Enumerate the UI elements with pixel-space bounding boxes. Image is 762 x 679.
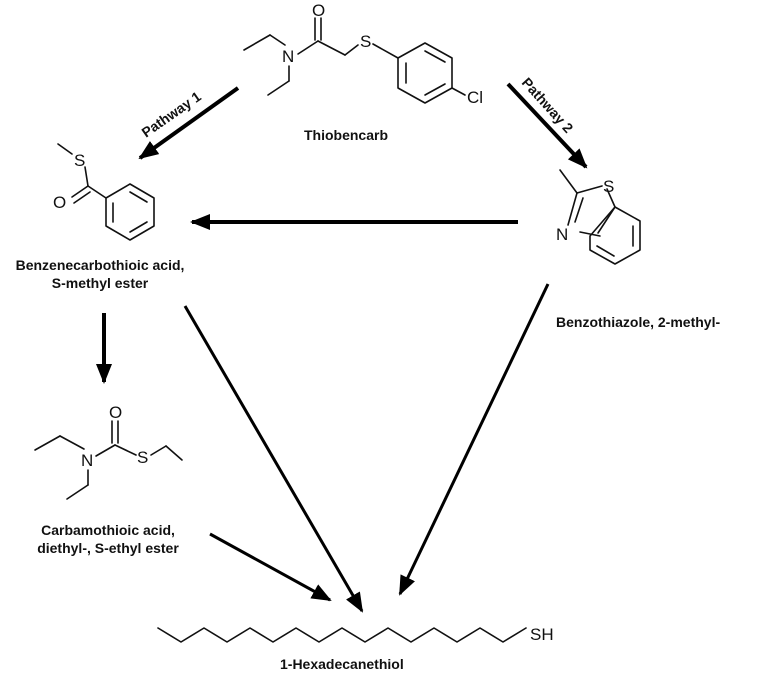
arrow-benzothiazole-to-hexadecanethiol xyxy=(398,283,550,596)
thiobencarb-label: Thiobencarb xyxy=(304,127,389,143)
benzothiazole-label: Benzothiazole, 2-methyl- xyxy=(556,314,721,330)
carbamothioic-structure: N O S xyxy=(34,403,183,500)
carbamothioic-atom-s: S xyxy=(137,448,148,467)
carbamothioic-atom-o: O xyxy=(109,403,122,422)
thiobencarb-atom-s: S xyxy=(360,32,371,51)
benzenecarbothioic-structure: S O xyxy=(53,143,155,241)
benzenecarbothioic-atom-o: O xyxy=(53,193,66,212)
arrow-benzenecarbothioic-to-hexadecanethiol xyxy=(183,305,364,613)
carbamothioic-label-line1: Carbamothioic acid, xyxy=(41,522,175,538)
benzothiazole-atom-n: N xyxy=(556,225,568,244)
thiobencarb-atom-o: O xyxy=(312,1,325,20)
carbamothioic-label: Carbamothioic acid, diethyl-, S-ethyl es… xyxy=(10,521,206,557)
benzothiazole-structure: S N xyxy=(556,169,641,265)
thiobencarb-structure: N O S Cl xyxy=(243,1,483,107)
carbamothioic-label-line2: diethyl-, S-ethyl ester xyxy=(37,540,179,556)
thiobencarb-atom-n: N xyxy=(282,47,294,66)
hexadecanethiol-label: 1-Hexadecanethiol xyxy=(280,656,404,672)
hexadecanethiol-structure: SH xyxy=(157,625,554,644)
pathway-1-label: Pathway 1 xyxy=(139,88,204,141)
benzothiazole-atom-s: S xyxy=(603,177,614,196)
thiobencarb-atom-cl: Cl xyxy=(467,88,483,107)
arrow-pathway-1 xyxy=(138,86,240,160)
hexadecanethiol-atom-sh: SH xyxy=(530,625,554,644)
arrow-pathway-2 xyxy=(506,82,588,169)
benzenecarbothioic-label-line2: S-methyl ester xyxy=(51,275,149,291)
benzenecarbothioic-label: Benzenecarbothioic acid, S-methyl ester xyxy=(0,256,200,292)
benzenecarbothioic-label-line1: Benzenecarbothioic acid, xyxy=(15,257,185,273)
carbamothioic-atom-n: N xyxy=(81,451,93,470)
arrow-carbamothioic-to-hexadecanethiol xyxy=(209,532,332,602)
benzenecarbothioic-atom-s: S xyxy=(74,151,85,170)
